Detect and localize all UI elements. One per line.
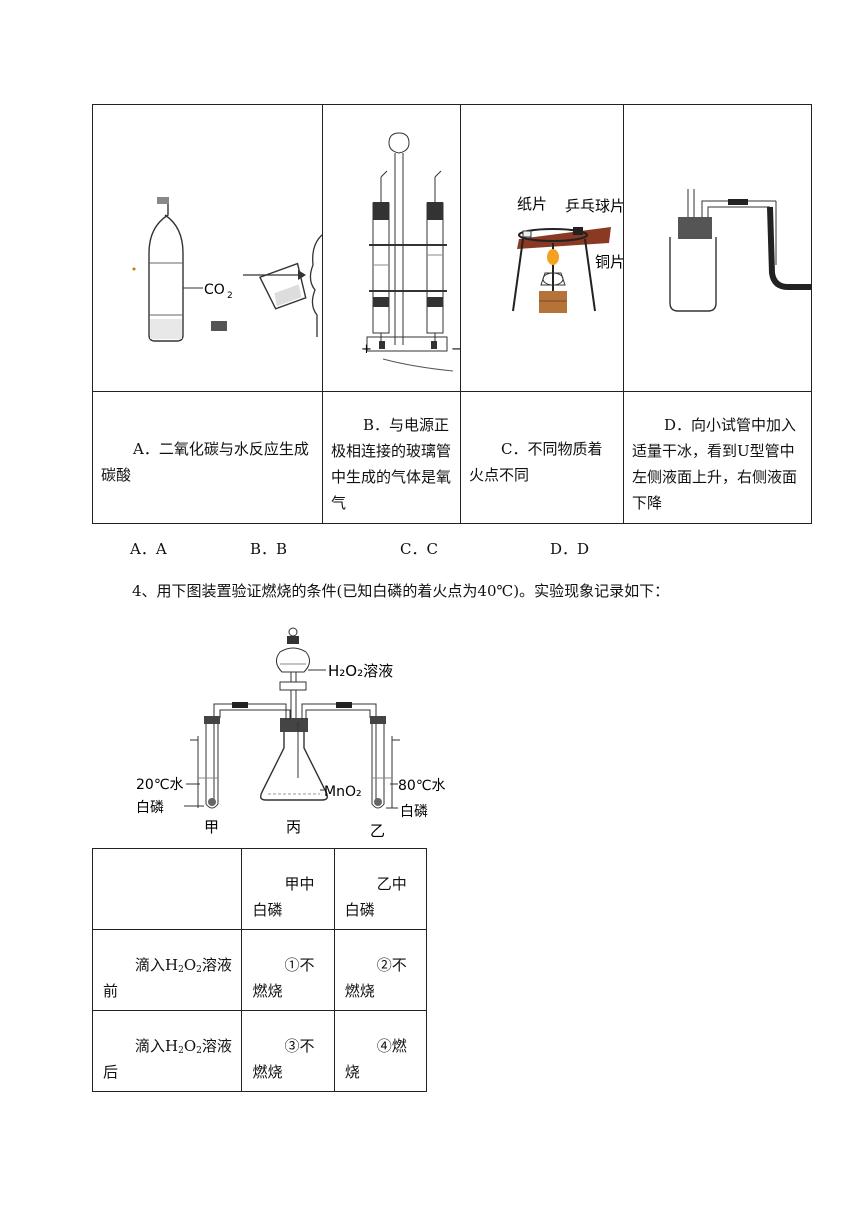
figure-cell-a: CO 2 — [92, 104, 323, 392]
svg-text:−: − — [451, 342, 460, 357]
header-yi-cell: 乙中白磷 — [333, 848, 428, 930]
observation-table: 甲中白磷 乙中白磷 滴入H2O2溶液前 ①不燃烧 ②不燃烧 滴入H2O2溶液后 … — [91, 848, 428, 1092]
row-before-yi-cell: ②不燃烧 — [333, 929, 428, 1011]
experiment-options-table: CO 2 — [92, 104, 812, 524]
header-jia-cell: 甲中白磷 — [241, 848, 335, 930]
copper-label: 铜片 — [595, 253, 623, 271]
row-after-yi-cell: ④燃烧 — [333, 1010, 428, 1092]
header-empty-cell — [91, 848, 243, 930]
choice-a[interactable]: A．A — [130, 540, 167, 558]
option-d-text: D．向小试管中加入适量干冰，看到U型管中左侧液面上升，右侧液面下降 — [632, 416, 798, 512]
left-phosphorus-label: 白磷 — [136, 800, 164, 816]
left-water-label: 20℃水 — [136, 777, 184, 793]
mno2-label: MnO₂ — [324, 784, 362, 800]
yi-label: 乙 — [370, 822, 385, 840]
option-b-text: B．与电源正极相连接的玻璃管中生成的气体是氧气 — [331, 416, 452, 512]
bing-label: 丙 — [286, 818, 301, 836]
co2-bottle-figure: CO 2 — [132, 197, 323, 342]
figure-cell-d — [623, 104, 812, 392]
header-yi-text: 乙中白磷 — [344, 875, 407, 919]
figure-cell-b: + − — [322, 104, 462, 392]
row-after-jia-cell: ③不燃烧 — [241, 1010, 335, 1092]
header-jia-text: 甲中白磷 — [252, 875, 315, 919]
answer-choices: A．A B．B C．C D．D — [0, 538, 860, 558]
paper-label: 纸片 — [517, 195, 547, 213]
svg-text:+: + — [361, 342, 372, 357]
h2o2-label: H₂O₂溶液 — [328, 662, 393, 680]
option-a-text: A．二氧化碳与水反应生成碳酸 — [101, 440, 309, 484]
choice-c[interactable]: C．C — [400, 540, 438, 558]
dry-ice-u-tube-figure — [669, 189, 811, 312]
row-after-label: 滴入H2O2溶液后 — [103, 1037, 232, 1081]
row-before-label: 滴入H2O2溶液前 — [103, 956, 232, 1000]
row-after-yi-text: ④燃烧 — [344, 1037, 407, 1081]
svg-text:2: 2 — [227, 291, 233, 301]
question-4-text: 4、用下图装置验证燃烧的条件(已知白磷的着火点为40℃)。实验现象记录如下： — [132, 582, 670, 600]
option-c-cell: C．不同物质着火点不同 — [460, 391, 624, 524]
right-water-label: 80℃水 — [398, 778, 446, 794]
row-before-yi-text: ②不燃烧 — [344, 956, 407, 1000]
figure-cell-c: 纸片 乒乓球片 铜片 — [460, 104, 625, 392]
option-a-cell: A．二氧化碳与水反应生成碳酸 — [92, 391, 323, 524]
row-before-jia-cell: ①不燃烧 — [241, 929, 335, 1011]
row-after-label-cell: 滴入H2O2溶液后 — [91, 1010, 243, 1092]
jia-label: 甲 — [204, 818, 219, 836]
option-c-text: C．不同物质着火点不同 — [469, 440, 603, 484]
electrolysis-figure: + − — [361, 132, 462, 372]
row-before-label-cell: 滴入H2O2溶液前 — [91, 929, 243, 1011]
ignition-point-figure: 纸片 乒乓球片 铜片 — [512, 195, 625, 313]
combustion-apparatus-figure: H₂O₂溶液 MnO₂ 20℃水 白磷 甲 80℃水 白磷 乙 丙 — [136, 627, 446, 840]
choice-d[interactable]: D．D — [550, 540, 590, 558]
choice-b[interactable]: B．B — [250, 540, 288, 558]
co2-label: CO — [204, 282, 225, 298]
option-b-cell: B．与电源正极相连接的玻璃管中生成的气体是氧气 — [322, 391, 461, 524]
row-before-jia-text: ①不燃烧 — [252, 956, 315, 1000]
pingpong-label: 乒乓球片 — [565, 197, 623, 215]
beaker-icon — [258, 262, 307, 310]
row-after-jia-text: ③不燃烧 — [252, 1037, 315, 1081]
option-d-cell: D．向小试管中加入适量干冰，看到U型管中左侧液面上升，右侧液面下降 — [623, 391, 812, 524]
right-phosphorus-label: 白磷 — [400, 804, 428, 820]
